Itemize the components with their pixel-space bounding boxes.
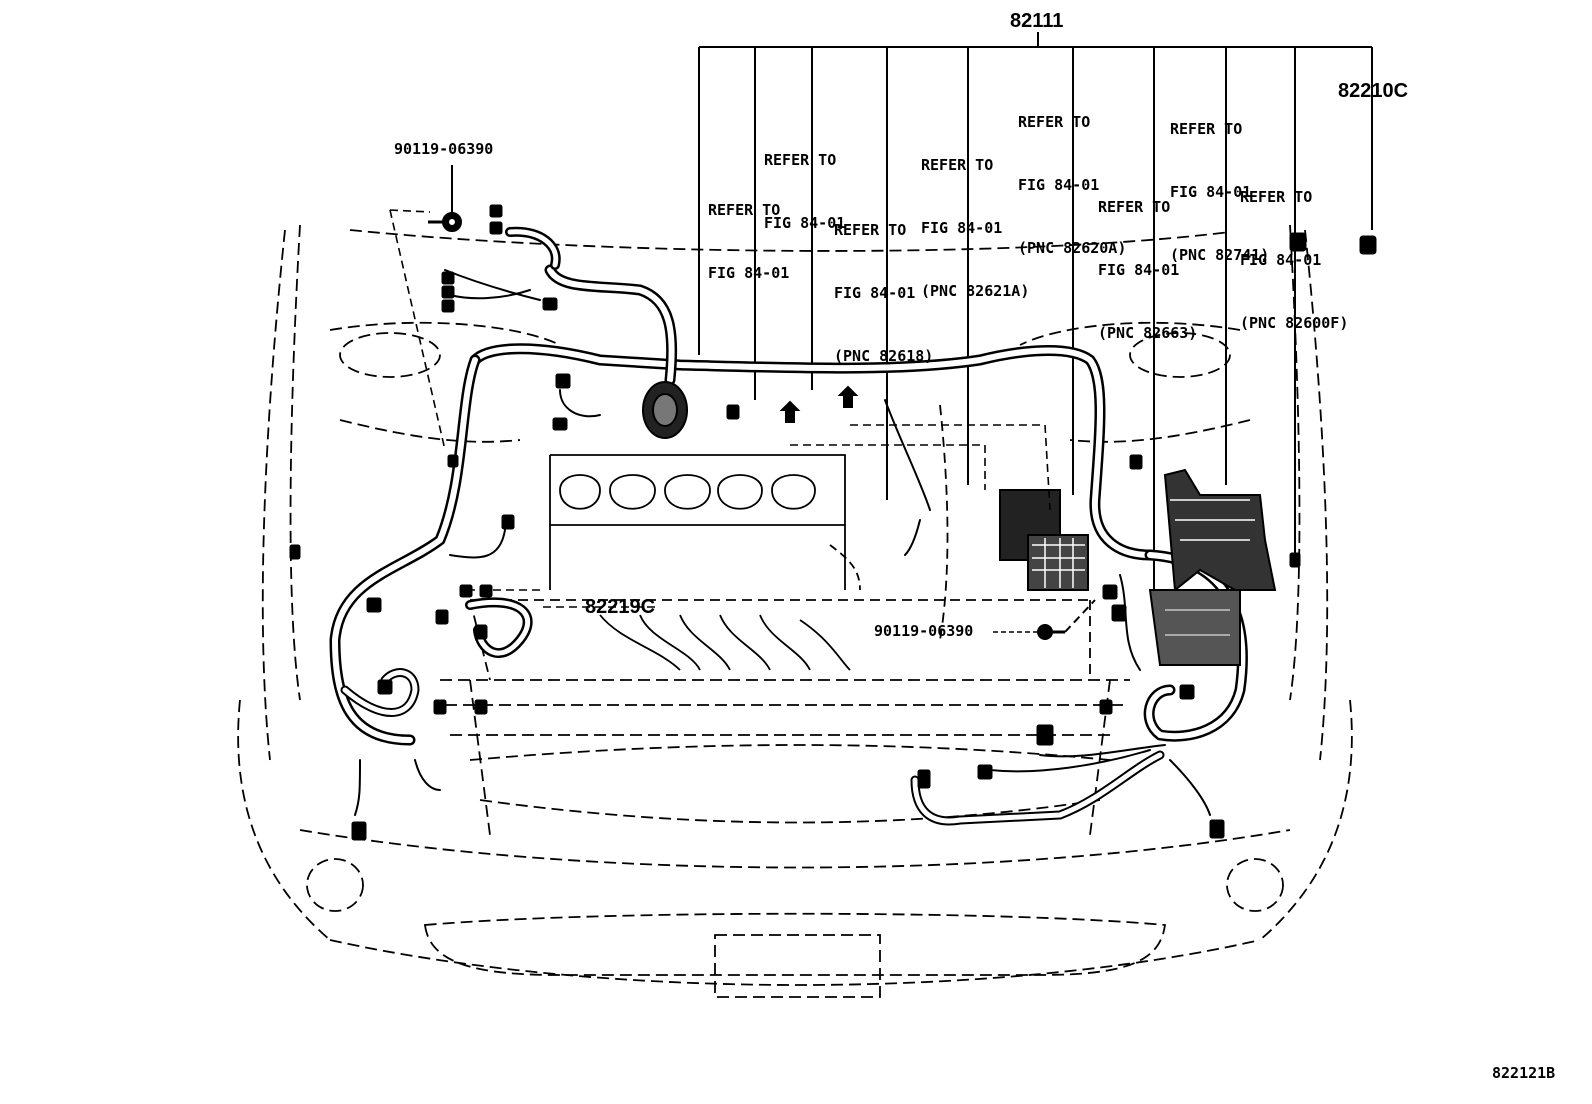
reference-line: FIG 84-01 [764,214,846,232]
reference-pnc: (PNC 82618) [834,347,934,365]
reference-line: FIG 84-01 [708,264,790,282]
figure-id: 822121B [1492,1064,1556,1082]
part-number-90119-06390-center: 90119-06390 [874,622,974,640]
reference-line: FIG 84-01 [1018,176,1100,194]
reference-line: FIG 84-01 [1240,251,1322,269]
part-82111-leader-lines [698,32,1373,595]
wiring-harness [329,226,1248,826]
relay-block-center [999,489,1089,591]
part-number-82210c: 82210C [1338,80,1409,102]
reference-note-6: REFER TO FIG 84-01 (PNC 82663) [1098,155,1197,365]
engine-block [469,404,1091,681]
harness-connectors [289,204,1377,841]
reference-pnc: (PNC 82600F) [1240,314,1349,332]
bolt-90119-06390-top [428,165,462,232]
bolt-90119-06390-center [993,599,1096,640]
reference-line: FIG 84-01 [834,284,916,302]
part-number-82219c: 82219C [585,596,656,618]
clips-top [779,385,859,423]
reference-note-7: REFER TO FIG 84-01 (PNC 82741) [1170,77,1269,287]
reference-line: REFER TO [1018,113,1091,131]
reference-line: REFER TO [921,156,994,174]
vehicle-body-outline [237,224,1353,998]
reference-pnc: (PNC 82741) [1170,246,1270,264]
harness-grommet [642,381,688,439]
reference-note-2: REFER TO FIG 84-01 [764,108,845,255]
reference-line: FIG 84-01 [1098,261,1180,279]
dashed-callouts [389,209,1051,608]
part-number-82111: 82111 [1010,10,1064,32]
reference-line: REFER TO [764,151,837,169]
reference-line: REFER TO [1170,120,1243,138]
reference-line: REFER TO [708,201,781,219]
reference-note-4: REFER TO FIG 84-01 (PNC 82621A) [921,113,1029,323]
reference-note-8: REFER TO FIG 84-01 (PNC 82600F) [1240,145,1348,355]
reference-line: FIG 84-01 [921,219,1003,237]
reference-pnc: (PNC 82663) [1098,324,1198,342]
reference-pnc: (PNC 82621A) [921,282,1030,300]
reference-line: REFER TO [834,221,907,239]
fuse-box-right [1148,468,1277,666]
reference-note-1: REFER TO FIG 84-01 [708,158,789,305]
reference-line: FIG 84-01 [1170,183,1252,201]
reference-line: REFER TO [1098,198,1171,216]
reference-pnc: (PNC 82620A) [1018,239,1127,257]
reference-line: REFER TO [1240,188,1313,206]
reference-note-3: REFER TO FIG 84-01 (PNC 82618) [834,178,933,388]
reference-note-5: REFER TO FIG 84-01 (PNC 82620A) [1018,70,1126,280]
part-number-90119-06390-top: 90119-06390 [394,140,494,158]
